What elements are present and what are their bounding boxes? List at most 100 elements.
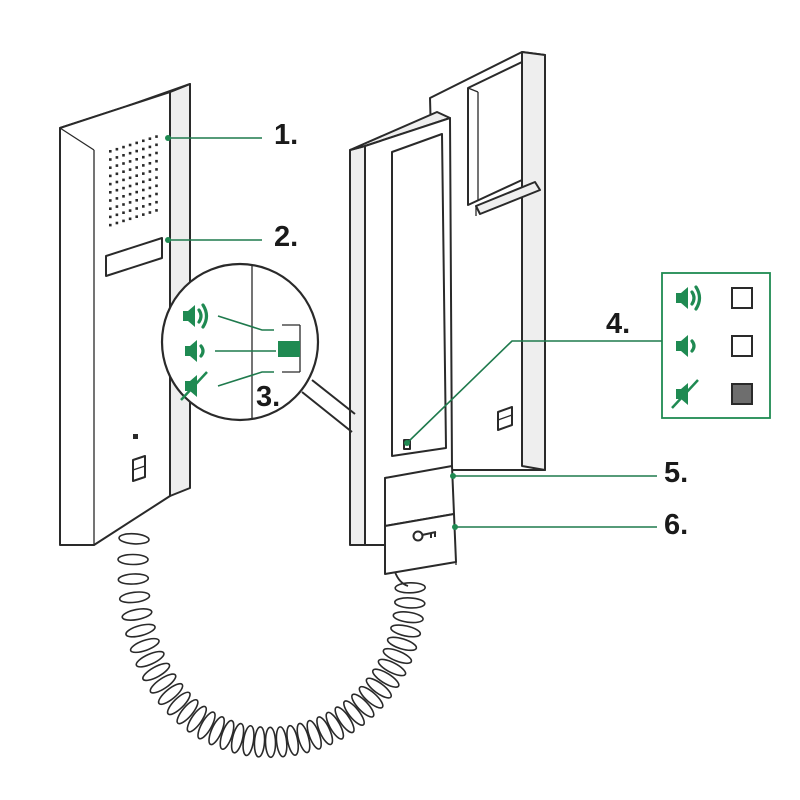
cord-coil — [118, 591, 151, 604]
cord-coil — [371, 668, 400, 688]
leader-lines — [165, 135, 662, 530]
grille-hole — [148, 170, 152, 173]
grille-hole — [128, 160, 132, 163]
grille-hole — [122, 154, 125, 157]
cord-coil — [386, 636, 418, 652]
cord-coil — [121, 608, 153, 621]
grille-hole — [155, 151, 158, 155]
grille-hole — [109, 191, 112, 194]
cord-coil — [351, 693, 375, 718]
speaker-muted-icon — [180, 371, 208, 401]
legend-checkbox-muted — [731, 383, 753, 405]
speaker-muted-icon — [671, 379, 699, 409]
grille-hole — [148, 211, 152, 214]
grille-hole — [142, 164, 145, 167]
grille-hole — [128, 143, 132, 147]
grille-hole — [115, 213, 119, 217]
grille-hole — [122, 195, 125, 198]
grille-hole — [128, 217, 132, 221]
grille-hole — [142, 196, 145, 200]
cord-coil — [242, 724, 255, 757]
callout-6: 6. — [664, 509, 689, 541]
grille-hole — [148, 194, 152, 198]
cord-coil — [149, 673, 177, 694]
grille-hole — [115, 197, 119, 200]
grille-hole — [135, 158, 138, 161]
volume-slider-green[interactable] — [278, 341, 300, 357]
grille-hole — [135, 215, 138, 218]
grille-hole — [128, 209, 132, 212]
cord-coil — [394, 597, 426, 609]
grille-hole — [155, 176, 158, 179]
cord-coil — [253, 726, 266, 758]
grille-hole — [142, 188, 145, 192]
cord-coil — [118, 532, 150, 545]
label-slot — [105, 237, 163, 277]
grille-hole — [135, 141, 138, 145]
speaker-low-icon — [676, 335, 696, 357]
grille-hole — [142, 139, 145, 143]
legend-checkbox-loud — [731, 287, 753, 309]
cord-coil — [286, 724, 300, 756]
grille-hole — [115, 164, 119, 167]
cord-coil — [117, 573, 150, 585]
grille-hole — [128, 184, 132, 188]
grille-hole — [115, 188, 119, 192]
cord-coil — [166, 691, 191, 716]
callout-1: 1. — [274, 119, 299, 151]
magnifier-detail — [160, 262, 356, 433]
grille-hole — [109, 199, 112, 202]
grille-hole — [155, 192, 158, 196]
key-icon — [412, 530, 437, 542]
grille-hole — [109, 207, 112, 210]
grille-hole — [109, 174, 112, 178]
grille-hole — [135, 182, 138, 186]
cord-coil — [394, 581, 426, 594]
grille-hole — [135, 174, 138, 177]
cord-coil — [264, 726, 277, 759]
callout-5: 5. — [664, 457, 689, 489]
grille-hole — [155, 135, 158, 138]
indicator-dot — [133, 434, 138, 439]
cord-coil — [343, 700, 365, 726]
grille-hole — [148, 137, 152, 140]
grille-hole — [122, 186, 125, 190]
cord-coil — [142, 662, 171, 682]
grille-hole — [128, 192, 132, 196]
cord-coil — [117, 553, 149, 566]
grille-hole — [142, 213, 145, 216]
grille-hole — [128, 168, 132, 171]
speaker-loud-icon — [676, 285, 702, 311]
cord-coil — [125, 623, 156, 638]
grille-hole — [148, 186, 152, 190]
grille-hole — [155, 200, 158, 204]
grille-hole — [122, 162, 125, 165]
grille-hole — [109, 223, 112, 227]
grille-hole — [148, 178, 152, 181]
cord-coil — [358, 685, 384, 709]
grille-hole — [148, 145, 152, 149]
grille-hole — [122, 203, 125, 206]
grille-hole — [122, 211, 125, 214]
cord-coil — [365, 677, 393, 699]
volume-legend — [661, 272, 771, 419]
cord-coil — [230, 722, 245, 754]
grille-hole — [122, 170, 125, 173]
cord-coil — [377, 658, 407, 677]
grille-hole — [148, 203, 152, 206]
cord-coil — [186, 705, 208, 733]
cord-coil — [275, 726, 288, 758]
cord-coil — [306, 719, 322, 750]
speaker-loud-icon — [183, 303, 209, 329]
grille-hole — [109, 150, 112, 153]
cord-coil — [208, 716, 226, 746]
grille-hole — [109, 182, 112, 186]
cord-coil — [197, 711, 216, 740]
grille-hole — [115, 205, 119, 208]
grille-hole — [128, 201, 132, 204]
grille-hole — [122, 178, 125, 182]
cord-coil — [176, 698, 199, 725]
cord-coil — [135, 650, 165, 668]
grille-hole — [115, 180, 119, 184]
grille-hole — [155, 184, 158, 188]
